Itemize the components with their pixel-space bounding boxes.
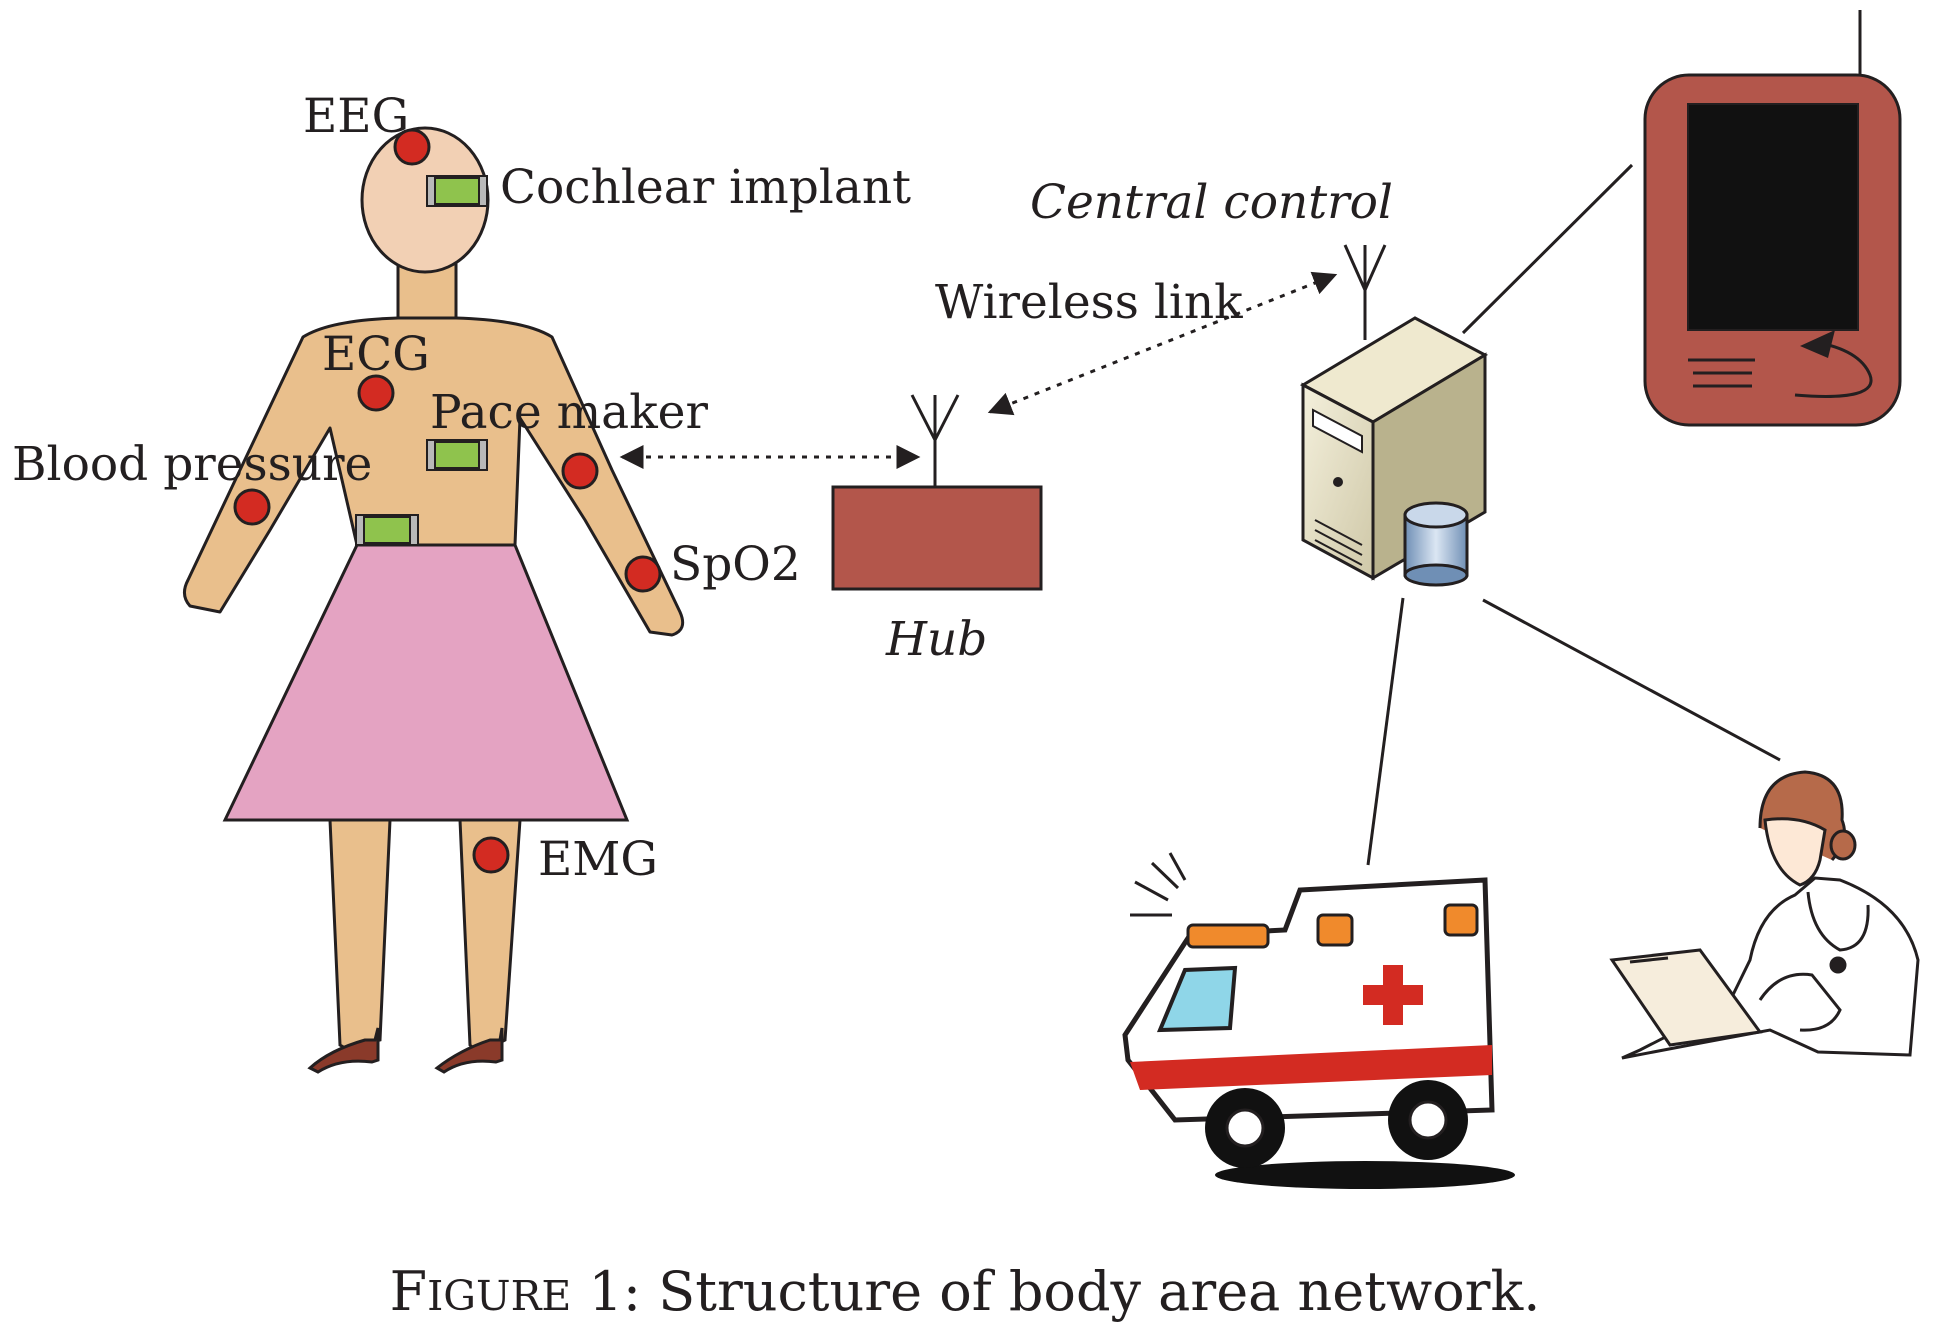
- antenna-icon: [1343, 244, 1387, 340]
- right-shoe: [434, 1027, 504, 1074]
- database-icon: [1403, 501, 1469, 587]
- cochlear-implant-sensor: [426, 175, 488, 207]
- server-device-line: [1461, 163, 1634, 335]
- hub-label: Hub: [885, 612, 987, 667]
- blood-pressure-sensor-dot: [233, 488, 271, 526]
- server-ambulance-line: [1366, 597, 1405, 866]
- caption-smallcaps: IGURE: [427, 1272, 571, 1320]
- waist-sensor: [355, 514, 419, 546]
- handheld-device-icon: [1643, 10, 1902, 427]
- emg-label: EMG: [538, 832, 658, 887]
- ambulance-icon: [1122, 852, 1515, 1189]
- central-control-server: [1299, 244, 1489, 587]
- human-body-figure: [183, 126, 685, 1074]
- blood-pressure-label: Blood pressure: [12, 437, 372, 492]
- caption-text: : Structure of body area network.: [623, 1260, 1540, 1323]
- pacemaker-sensor: [426, 439, 488, 471]
- emg-sensor-dot: [472, 836, 510, 874]
- hub-server-link: [987, 271, 1338, 416]
- skirt: [222, 543, 630, 822]
- eeg-label: EEG: [303, 89, 409, 144]
- server-nurse-line: [1482, 598, 1781, 762]
- ecg-label: ECG: [322, 327, 430, 382]
- hub-box: [831, 485, 1043, 591]
- central-control-label: Central control: [1030, 175, 1393, 230]
- eeg-sensor-dot: [393, 128, 431, 166]
- hub-device: [831, 394, 1043, 591]
- wireless-link-label: Wireless link: [935, 275, 1243, 330]
- spo2-sensor-dot: [624, 555, 662, 593]
- torso: [183, 316, 685, 637]
- pacemaker-label: Pace maker: [430, 385, 708, 440]
- caption-number: 1: [571, 1260, 623, 1323]
- arm-sensor-dot: [561, 452, 599, 490]
- ecg-sensor-dot: [357, 374, 395, 412]
- cochlear-implant-label: Cochlear implant: [500, 160, 911, 215]
- spo2-label: SpO2: [670, 537, 801, 592]
- caption-initial: F: [390, 1260, 427, 1323]
- nurse-icon: [1609, 770, 1920, 1060]
- figure-caption: FIGURE 1: Structure of body area network…: [390, 1260, 1541, 1323]
- left-shoe: [307, 1027, 380, 1074]
- antenna-icon: [910, 394, 960, 487]
- left-leg: [328, 818, 392, 1063]
